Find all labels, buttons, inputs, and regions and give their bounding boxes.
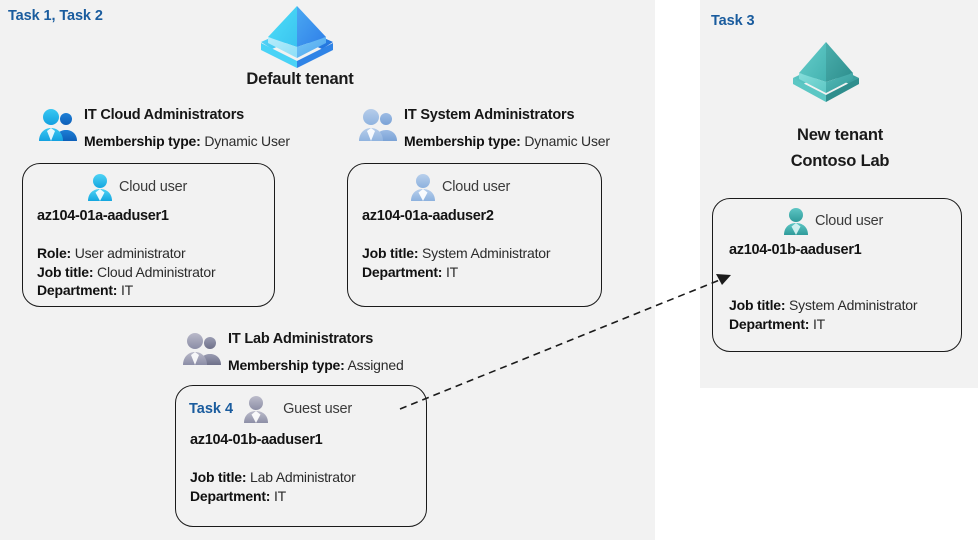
group-title-it-system-administrators: IT System Administrators — [404, 107, 575, 123]
group-title-it-cloud-administrators: IT Cloud Administrators — [84, 107, 245, 123]
group-title-it-lab-administrators: IT Lab Administrators — [228, 331, 374, 347]
card-head-cloud-user: Cloud user — [87, 173, 187, 201]
user-attributes: Job title: System Administrator Departme… — [729, 296, 918, 334]
user-type-label: Cloud user — [815, 213, 884, 229]
card-head-guest-user: Task 4 Guest user — [189, 395, 352, 423]
user-card-az104-01b-aaduser1-guest[interactable]: Task 4 Guest user az104-01b-aaduser1 Job… — [175, 385, 427, 527]
user-attributes: Role: User administrator Job title: Clou… — [37, 244, 216, 300]
attribute-label: Job title: — [729, 297, 786, 313]
cloud-user-icon — [784, 208, 808, 235]
user-type-label: Cloud user — [119, 179, 188, 195]
attribute-row: Job title: System Administrator — [729, 296, 918, 315]
user-type-label: Cloud user — [442, 179, 511, 195]
membership-type-label: Membership type: — [84, 133, 201, 149]
user-name: az104-01b-aaduser1 — [729, 242, 862, 258]
attribute-label: Role: — [37, 245, 72, 261]
new-tenant-name-line1: New tenant — [796, 126, 883, 144]
user-name: az104-01a-aaduser2 — [362, 208, 494, 224]
azure-ad-tenant-icon-new — [793, 42, 859, 102]
user-type-label: Guest user — [283, 401, 352, 417]
attribute-row: Department: IT — [362, 263, 550, 282]
default-tenant-name: Default tenant — [246, 70, 354, 88]
azure-ad-tenant-icon-default — [261, 6, 333, 68]
attribute-label: Job title: — [362, 245, 419, 261]
cloud-user-icon — [411, 174, 435, 201]
attribute-label: Job title: — [190, 469, 247, 485]
user-card-az104-01a-aaduser2[interactable]: Cloud user az104-01a-aaduser2 Job title:… — [347, 163, 602, 307]
group-membership-it-system-administrators: Membership type: Dynamic User — [404, 133, 610, 149]
user-attributes: Job title: Lab Administrator Department:… — [190, 468, 356, 505]
membership-type-label: Membership type: — [228, 357, 345, 373]
card-head-cloud-user: Cloud user — [783, 207, 883, 235]
attribute-value: Lab Administrator — [250, 469, 356, 485]
attribute-row: Department: IT — [37, 281, 215, 300]
attribute-value: Cloud Administrator — [97, 263, 216, 280]
guest-user-icon — [244, 396, 269, 423]
task-label-right: Task 3 — [711, 13, 755, 29]
attribute-row: Department: IT — [190, 487, 356, 506]
user-card-az104-01b-aaduser1-cloud[interactable]: Cloud user az104-01b-aaduser1 Job title:… — [712, 198, 962, 352]
attribute-label: Department: — [729, 315, 810, 332]
new-tenant-name-line2: Contoso Lab — [790, 152, 890, 170]
membership-type-value: Assigned — [347, 357, 404, 373]
card-task-label: Task 4 — [189, 401, 234, 417]
task-label-left: Task 1, Task 2 — [8, 8, 103, 24]
attribute-value: IT — [812, 315, 826, 332]
attribute-row: Role: User administrator — [37, 244, 215, 263]
attribute-value: User administrator — [74, 245, 186, 261]
user-attributes: Job title: System Administrator Departme… — [362, 244, 551, 282]
attribute-row: Job title: System Administrator — [362, 244, 551, 263]
attribute-label: Department: — [190, 487, 271, 504]
attribute-label: Job title: — [37, 263, 94, 280]
attribute-label: Department: — [37, 282, 118, 298]
attribute-value: System Administrator — [422, 245, 551, 261]
attribute-row: Job title: Cloud Administrator — [37, 263, 216, 282]
card-head-cloud-user: Cloud user — [410, 173, 510, 201]
group-membership-it-lab-administrators: Membership type: Assigned — [228, 357, 404, 373]
group-membership-it-cloud-administrators: Membership type: Dynamic User — [84, 133, 290, 149]
attribute-value: IT — [273, 487, 287, 504]
cloud-user-icon — [88, 174, 112, 201]
user-name: az104-01a-aaduser1 — [37, 208, 169, 224]
user-name: az104-01b-aaduser1 — [190, 432, 323, 448]
attribute-value: IT — [445, 263, 459, 280]
attribute-value: System Administrator — [789, 297, 918, 313]
user-card-az104-01a-aaduser1[interactable]: Cloud user az104-01a-aaduser1 Role: User… — [22, 163, 275, 307]
membership-type-label: Membership type: — [404, 133, 521, 149]
attribute-row: Department: IT — [729, 315, 917, 334]
group-users-icon-cloud-admins — [39, 109, 77, 141]
default-tenant-panel — [0, 0, 655, 540]
group-users-icon-system-admins — [359, 109, 397, 141]
attribute-value: IT — [120, 282, 134, 298]
membership-type-value: Dynamic User — [524, 133, 610, 149]
attribute-label: Department: — [362, 263, 443, 280]
membership-type-value: Dynamic User — [204, 133, 290, 149]
group-users-icon-lab-admins — [183, 333, 221, 365]
attribute-row: Job title: Lab Administrator — [190, 468, 356, 487]
